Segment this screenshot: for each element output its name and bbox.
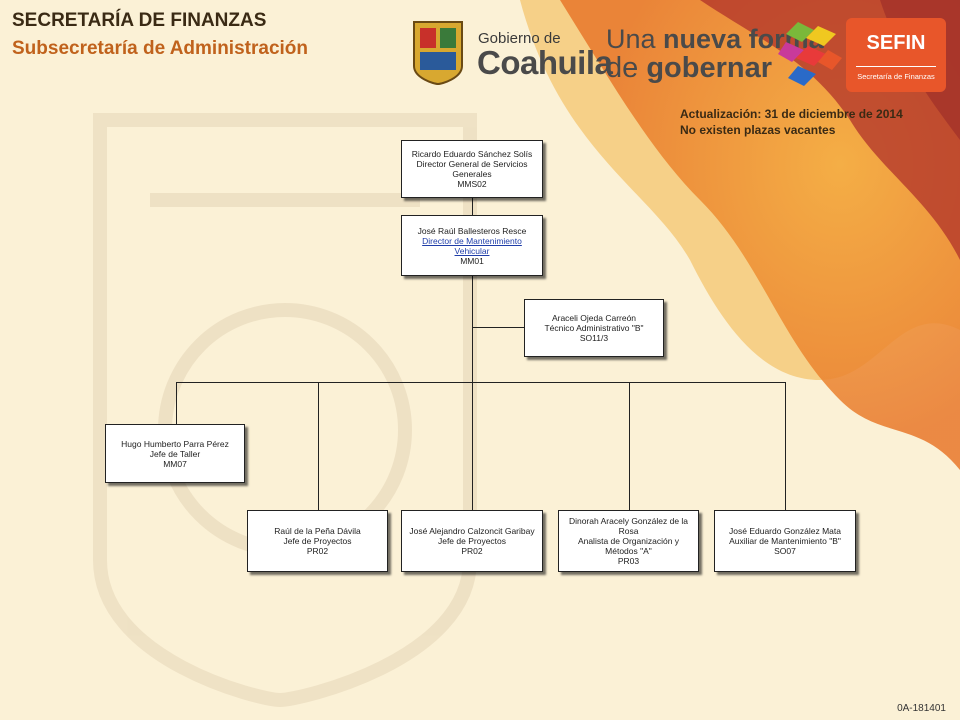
sefin-subtitle: Secretaría de Finanzas bbox=[857, 72, 935, 81]
node-position: Auxiliar de Mantenimiento "B" bbox=[729, 536, 841, 546]
node-auxiliar-mantenimiento: José Eduardo González Mata Auxiliar de M… bbox=[714, 510, 856, 572]
node-code: MM07 bbox=[163, 458, 187, 469]
page-title: SECRETARÍA DE FINANZAS bbox=[12, 10, 267, 31]
node-code: MM01 bbox=[460, 255, 484, 266]
node-analista: Dinorah Aracely González de la Rosa Anal… bbox=[558, 510, 699, 572]
update-notes: Actualización: 31 de diciembre de 2014 N… bbox=[680, 106, 903, 138]
node-position: Jefe de Proyectos bbox=[437, 536, 507, 546]
slogan-word-gobernar: gobernar bbox=[646, 52, 773, 84]
sefin-divider bbox=[856, 66, 936, 67]
coahuila-wordmark: Coahuila bbox=[477, 44, 613, 81]
node-position: Analista de Organización y Métodos "A" bbox=[577, 536, 680, 556]
node-position-link[interactable]: Director de Mantenimiento Vehicular bbox=[422, 235, 522, 256]
node-code: SO07 bbox=[774, 546, 796, 556]
document-code: 0A-181401 bbox=[897, 703, 946, 714]
node-position: Jefe de Proyectos bbox=[283, 536, 352, 546]
node-tecnico-administrativo: Araceli Ojeda Carreón Técnico Administra… bbox=[524, 299, 664, 357]
sefin-logo: SEFIN Secretaría de Finanzas bbox=[846, 18, 946, 92]
node-name: José Eduardo González Mata bbox=[729, 526, 841, 536]
coahuila-seal-icon bbox=[413, 21, 463, 86]
node-director-mantenimiento: José Raúl Ballesteros Resce Director de … bbox=[401, 215, 543, 276]
node-name: Hugo Humberto Parra Pérez bbox=[121, 438, 229, 449]
slogan-line-2: de gobernar bbox=[606, 52, 772, 85]
connector-drop-auxiliar bbox=[785, 382, 786, 510]
connector-drop-analista bbox=[629, 382, 630, 510]
node-jefe-taller: Hugo Humberto Parra Pérez Jefe de Taller… bbox=[105, 424, 245, 483]
connector-top bbox=[472, 198, 473, 215]
node-name: Ricardo Eduardo Sánchez Solís bbox=[411, 149, 533, 159]
colored-tiles-icon bbox=[778, 22, 842, 86]
update-date: Actualización: 31 de diciembre de 2014 bbox=[680, 107, 903, 121]
node-code: PR03 bbox=[617, 556, 640, 566]
node-position: Jefe de Taller bbox=[149, 448, 201, 459]
gobierno-label: Gobierno de bbox=[478, 30, 561, 47]
node-name: José Alejandro Calzoncit Garibay bbox=[409, 526, 535, 536]
node-code: PR02 bbox=[461, 546, 483, 556]
node-code: PR02 bbox=[306, 546, 329, 556]
slogan-word-de: de bbox=[606, 52, 639, 84]
node-name: Dinorah Aracely González de la Rosa bbox=[568, 516, 689, 536]
connector-drop-proyectos-1 bbox=[318, 382, 319, 510]
vacancy-note: No existen plazas vacantes bbox=[680, 123, 836, 137]
page-subtitle: Subsecretaría de Administración bbox=[12, 38, 309, 59]
node-position: Director General de Servicios Generales bbox=[416, 159, 528, 179]
node-code: MMS02 bbox=[457, 179, 487, 189]
node-position: Técnico Administrativo "B" bbox=[544, 323, 644, 333]
node-name: José Raúl Ballesteros Resce bbox=[417, 225, 527, 236]
node-name: Araceli Ojeda Carreón bbox=[551, 313, 637, 323]
node-jefe-proyectos-2: José Alejandro Calzoncit Garibay Jefe de… bbox=[401, 510, 543, 572]
sefin-title: SEFIN bbox=[866, 32, 926, 54]
node-code: SO11/3 bbox=[579, 333, 609, 343]
connector-staff bbox=[472, 327, 524, 328]
node-jefe-proyectos-1: Raúl de la Peña Dávila Jefe de Proyectos… bbox=[247, 510, 388, 572]
connector-trunk bbox=[472, 276, 473, 512]
connector-horizontal-bar bbox=[176, 382, 786, 383]
node-name: Raúl de la Peña Dávila bbox=[274, 526, 361, 536]
node-director-general: Ricardo Eduardo Sánchez Solís Director G… bbox=[401, 140, 543, 198]
connector-drop-taller bbox=[176, 382, 177, 424]
slogan-word-una: Una bbox=[606, 24, 656, 54]
